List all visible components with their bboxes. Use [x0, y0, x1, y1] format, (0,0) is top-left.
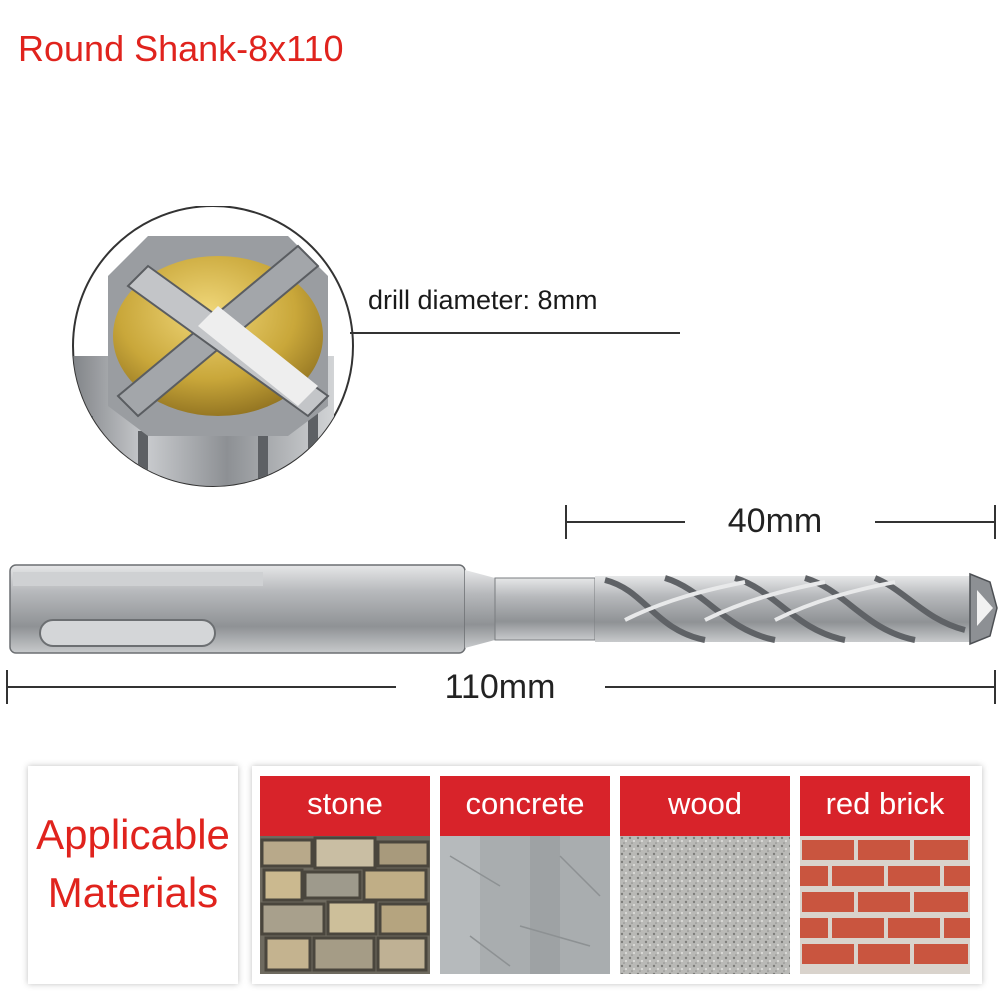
product-title: Round Shank-8x110 — [18, 28, 344, 69]
total-dim-tick-right — [994, 670, 996, 704]
total-dim-line-left — [6, 686, 396, 688]
material-tile-stone: stone — [260, 776, 430, 974]
materials-heading: Applicable Materials — [28, 806, 238, 922]
drill-tip-closeup — [72, 206, 354, 487]
total-length-label: 110mm — [444, 668, 556, 706]
materials-heading-line2: Materials — [47, 869, 219, 916]
materials-strip: stone concrete wood — [252, 766, 982, 984]
stone-texture-image — [260, 836, 430, 974]
red-brick-texture-image — [800, 836, 970, 974]
diameter-leader-line — [350, 332, 680, 334]
materials-heading-panel: Applicable Materials — [28, 766, 238, 984]
materials-heading-line1: Applicable — [36, 811, 230, 858]
material-tile-red-brick: red brick — [800, 776, 970, 974]
concrete-texture-image — [440, 836, 610, 974]
flute-dim-tick-right — [994, 505, 996, 539]
flute-dim-line-left — [565, 521, 685, 523]
material-label-stone: stone — [260, 776, 430, 836]
material-label-wood: wood — [620, 776, 790, 836]
flute-length-label: 40mm — [727, 502, 823, 540]
drill-bit-image — [9, 564, 998, 654]
total-dim-line-right — [605, 686, 995, 688]
material-label-concrete: concrete — [440, 776, 610, 836]
material-tile-concrete: concrete — [440, 776, 610, 974]
wood-texture-image — [620, 836, 790, 974]
material-tile-wood: wood — [620, 776, 790, 974]
material-label-red-brick: red brick — [800, 776, 970, 836]
flute-dim-line-right — [875, 521, 995, 523]
drill-diameter-label: drill diameter: 8mm — [368, 285, 598, 315]
